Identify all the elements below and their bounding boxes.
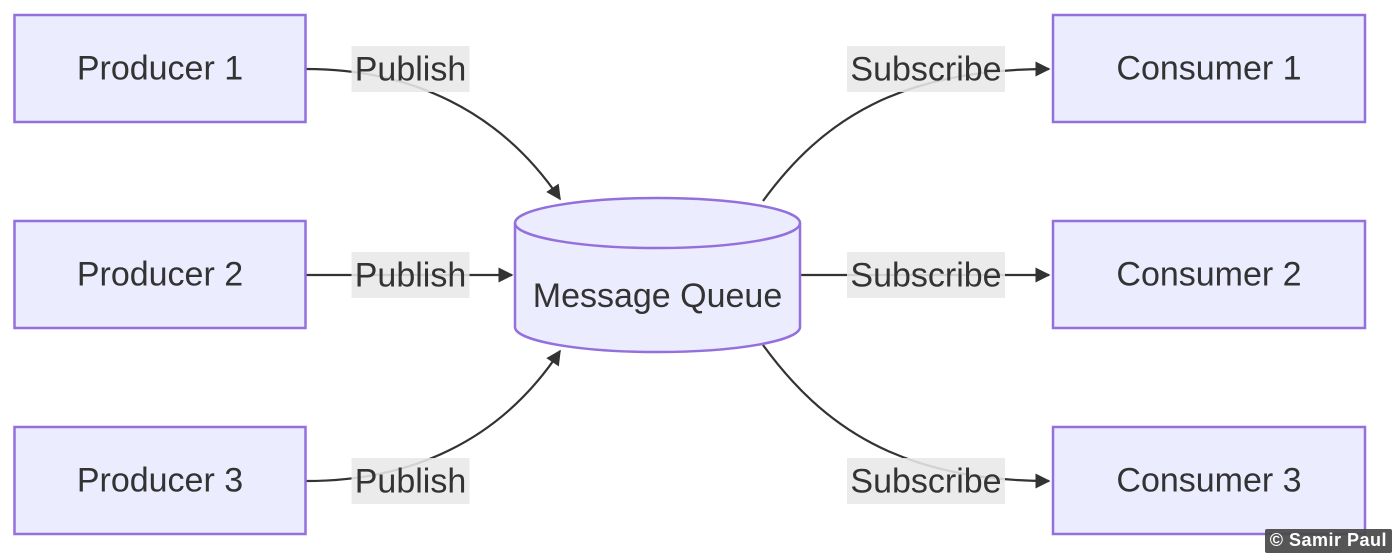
subscribe-2-label: Subscribe [850, 257, 1001, 295]
consumer-2-box [1051, 219, 1367, 330]
publish-1-label: Publish [355, 51, 467, 89]
publish-2-label-bg [351, 252, 470, 298]
node-consumer-1: Consumer 1 [1051, 13, 1367, 124]
producer-3-label: Producer 3 [77, 462, 243, 500]
subscribe-2-label-bg [847, 252, 1005, 298]
producer-1-label: Producer 1 [77, 50, 243, 88]
edge-label-subscribe-2: Subscribe [847, 252, 1005, 298]
producer-2-label: Producer 2 [77, 256, 243, 294]
edge-label-subscribe-1: Subscribe [847, 46, 1005, 92]
node-consumer-2: Consumer 2 [1051, 219, 1367, 330]
consumer-3-label: Consumer 3 [1116, 462, 1301, 500]
consumer-3-box [1051, 425, 1367, 536]
subscribe-3-label-bg [847, 458, 1005, 504]
subscribe-1-label: Subscribe [850, 51, 1001, 89]
message-queue-cylinder [513, 196, 802, 354]
consumer-2-label: Consumer 2 [1116, 256, 1301, 294]
subscribe-3-label: Subscribe [850, 463, 1001, 501]
node-producer-1: Producer 1 [13, 13, 307, 124]
producer-2-box [13, 219, 307, 330]
edge-producer1-queue [305, 67, 561, 201]
watermark: © Samir Paul [1264, 529, 1392, 553]
node-producer-2: Producer 2 [13, 219, 307, 330]
publish-3-label-bg [351, 458, 470, 504]
publish-1-label-bg [351, 46, 470, 92]
subscribe-1-label-bg [847, 46, 1005, 92]
producer-3-box [13, 425, 307, 536]
node-producer-3: Producer 3 [13, 425, 307, 536]
edge-label-publish-3: Publish [351, 458, 470, 504]
edge-label-publish-2: Publish [351, 252, 470, 298]
message-queue-label: Message Queue [533, 277, 783, 315]
node-message-queue: Message Queue [513, 196, 802, 354]
edge-label-subscribe-3: Subscribe [847, 458, 1005, 504]
node-consumer-3: Consumer 3 [1051, 425, 1367, 536]
edge-labels: Publish Publish Publish Subscribe Subscr… [351, 46, 1005, 504]
edge-label-publish-1: Publish [351, 46, 470, 92]
publish-3-label: Publish [355, 463, 467, 501]
publish-2-label: Publish [355, 257, 467, 295]
message-queue-cylinder-top-arc [513, 222, 802, 250]
consumer-1-label: Consumer 1 [1116, 50, 1301, 88]
producer-1-box [13, 13, 307, 124]
edge-producer3-queue [305, 349, 561, 483]
consumer-1-box [1051, 13, 1367, 124]
